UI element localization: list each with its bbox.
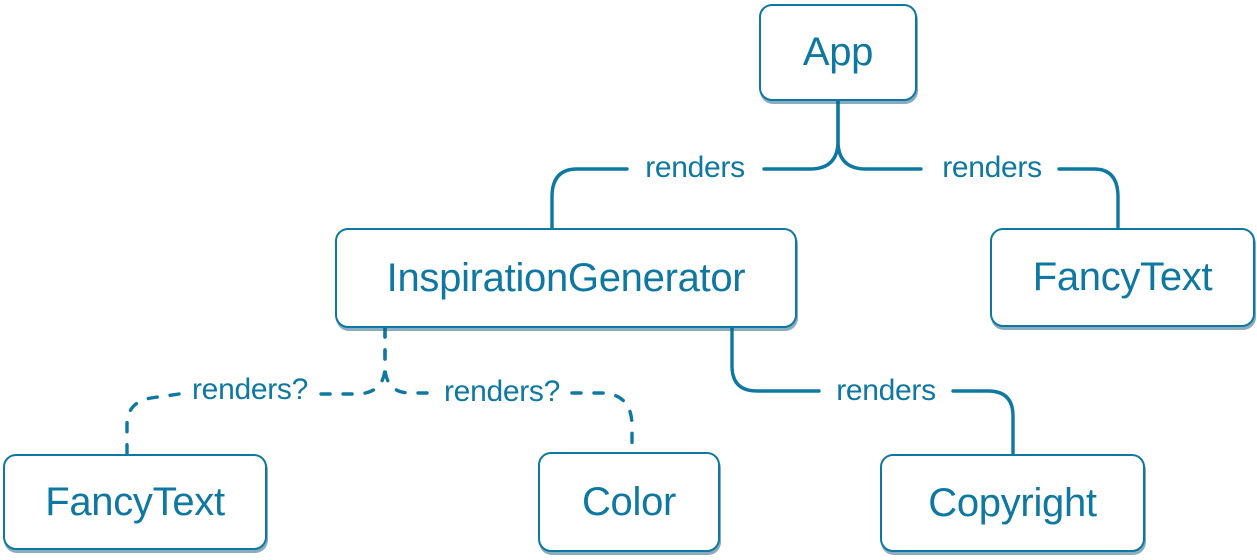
node-fancy-text-bottom: FancyText bbox=[3, 454, 267, 550]
node-fancy-text-top-label: FancyText bbox=[1032, 255, 1213, 299]
edge-inspirationgenerator-to-fancytext-dashed-segment-1 bbox=[318, 326, 387, 396]
node-copyright-label: Copyright bbox=[928, 480, 1097, 525]
edge-app-to-inspirationgenerator-segment-2 bbox=[550, 167, 629, 230]
edge-inspirationgenerator-to-color-dashed-segment-2 bbox=[570, 391, 634, 454]
node-inspiration-generator-label: InspirationGenerator bbox=[386, 255, 746, 300]
node-inspiration-generator: InspirationGenerator bbox=[335, 228, 797, 328]
edge-inspirationgenerator-to-copyright-segment-1 bbox=[730, 326, 821, 393]
node-fancy-text-bottom-label: FancyText bbox=[45, 479, 225, 524]
edge-label-inspirationgenerator-color: renders? bbox=[443, 375, 561, 408]
edge-inspirationgenerator-to-fancytext-dashed-segment-2 bbox=[125, 392, 181, 456]
edge-label-inspirationgenerator-fancytext: renders? bbox=[191, 373, 309, 406]
edge-label-app-inspirationgenerator: renders bbox=[645, 151, 745, 184]
node-color-label: Color bbox=[581, 479, 677, 524]
edge-label-inspirationgenerator-copyright: renders bbox=[836, 374, 936, 407]
node-fancy-text-top: FancyText bbox=[990, 228, 1255, 327]
node-copyright: Copyright bbox=[880, 454, 1145, 552]
edge-inspirationgenerator-to-color-dashed-segment-1 bbox=[383, 326, 432, 395]
edge-label-app-fancytext: renders bbox=[942, 151, 1042, 184]
node-app: App bbox=[759, 4, 917, 101]
node-app-label: App bbox=[802, 30, 874, 74]
edge-app-to-fancytext-segment-2 bbox=[1057, 167, 1120, 230]
node-color: Color bbox=[538, 452, 720, 552]
edge-app-to-fancytext-segment-1 bbox=[836, 99, 923, 171]
edge-inspirationgenerator-to-copyright-segment-2 bbox=[951, 389, 1015, 456]
edge-app-to-inspirationgenerator-segment-1 bbox=[762, 99, 840, 171]
